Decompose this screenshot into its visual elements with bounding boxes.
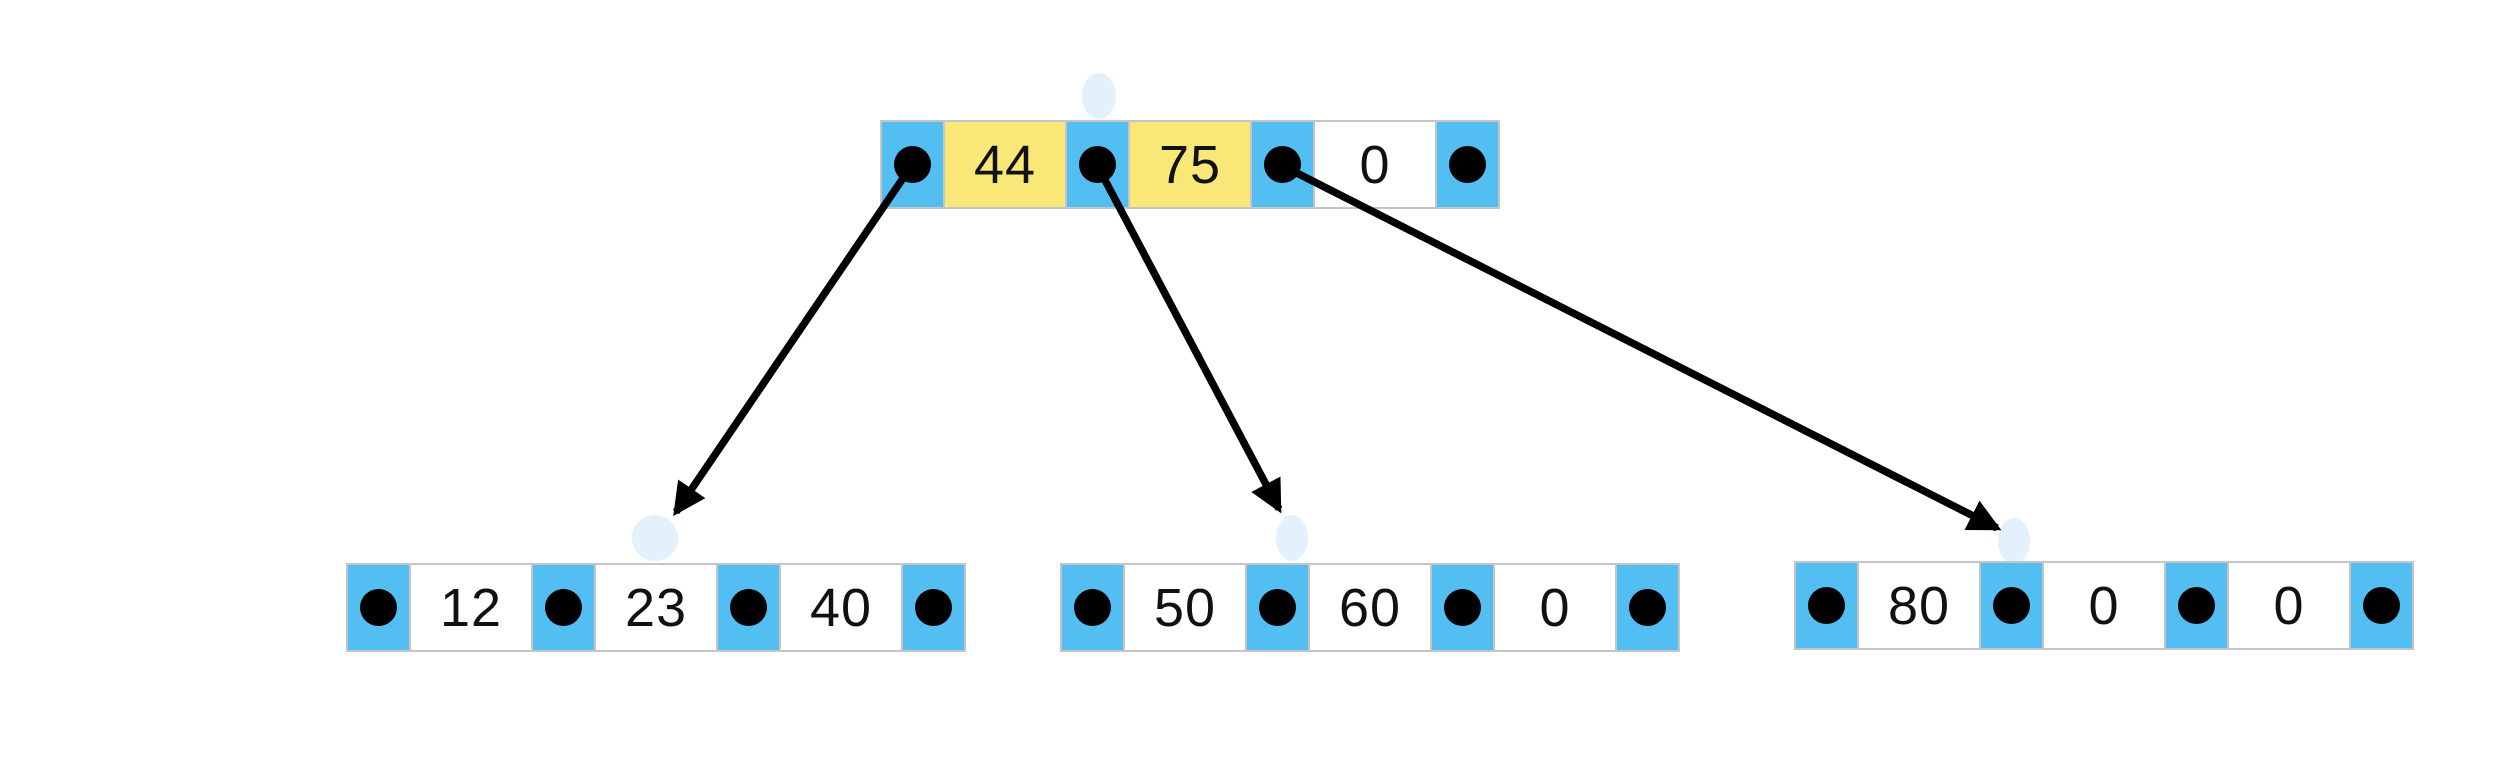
- pointer-cell[interactable]: [1432, 565, 1493, 650]
- pointer-cell[interactable]: [348, 565, 409, 650]
- key-value: 23: [624, 577, 688, 638]
- pointer-cell[interactable]: [533, 565, 594, 650]
- edge-arrow-to-middle-child: [1093, 163, 1283, 514]
- key-cell[interactable]: 50: [1123, 565, 1247, 650]
- pointer-dot: [1444, 589, 1481, 626]
- key-cell[interactable]: 44: [943, 122, 1067, 207]
- pointer-dot: [915, 589, 952, 626]
- pointer-cell[interactable]: [1981, 563, 2042, 648]
- key-cell[interactable]: 75: [1128, 122, 1252, 207]
- key-cell[interactable]: 0: [1313, 122, 1437, 207]
- pointer-cell[interactable]: [718, 565, 779, 650]
- pointer-cell[interactable]: [1796, 563, 1857, 648]
- key-cell[interactable]: 0: [2042, 563, 2166, 648]
- pointer-dot: [1259, 589, 1296, 626]
- btree-node-root[interactable]: 44 75 0: [880, 120, 1500, 209]
- key-value: 12: [439, 577, 503, 638]
- key-value: 0: [2088, 575, 2120, 636]
- key-value: 75: [1158, 134, 1222, 195]
- pointer-dot: [1264, 146, 1301, 183]
- key-cell[interactable]: 60: [1308, 565, 1432, 650]
- pointer-cell[interactable]: [1247, 565, 1308, 650]
- key-value: 0: [2273, 575, 2305, 636]
- click-ripple-indicator-root: [1082, 73, 1116, 119]
- key-cell[interactable]: 23: [594, 565, 718, 650]
- pointer-dot: [1993, 587, 2030, 624]
- click-ripple-indicator-right: [1998, 518, 2030, 564]
- pointer-cell[interactable]: [1062, 565, 1123, 650]
- pointer-cell[interactable]: [1617, 565, 1678, 650]
- key-value: 0: [1539, 577, 1571, 638]
- key-value: 40: [809, 577, 873, 638]
- key-cell[interactable]: 0: [1493, 565, 1617, 650]
- btree-node-child-1[interactable]: 50 60 0: [1060, 563, 1680, 652]
- key-value: 60: [1338, 577, 1402, 638]
- pointer-dot: [360, 589, 397, 626]
- pointer-cell[interactable]: [1067, 122, 1128, 207]
- pointer-dot: [894, 146, 931, 183]
- btree-node-child-0[interactable]: 12 23 40: [346, 563, 966, 652]
- pointer-dot: [1074, 589, 1111, 626]
- pointer-dot: [1079, 146, 1116, 183]
- btree-node-child-2[interactable]: 80 0 0: [1794, 561, 2414, 650]
- key-value: 0: [1359, 134, 1391, 195]
- key-value: 50: [1153, 577, 1217, 638]
- pointer-dot: [1449, 146, 1486, 183]
- pointer-dot: [545, 589, 582, 626]
- key-cell[interactable]: 12: [409, 565, 533, 650]
- key-cell[interactable]: 0: [2227, 563, 2351, 648]
- pointer-dot: [1629, 589, 1666, 626]
- key-cell[interactable]: 40: [779, 565, 903, 650]
- pointer-cell[interactable]: [1252, 122, 1313, 207]
- pointer-dot: [2363, 587, 2400, 624]
- click-ripple-indicator-mid: [1276, 515, 1308, 561]
- pointer-dot: [730, 589, 767, 626]
- pointer-cell[interactable]: [903, 565, 964, 650]
- pointer-cell[interactable]: [2351, 563, 2412, 648]
- pointer-dot: [2178, 587, 2215, 624]
- pointer-cell[interactable]: [882, 122, 943, 207]
- pointer-cell[interactable]: [1437, 122, 1498, 207]
- key-cell[interactable]: 80: [1857, 563, 1981, 648]
- edge-arrow-to-left-child: [672, 162, 916, 517]
- key-value: 44: [973, 134, 1037, 195]
- key-value: 80: [1887, 575, 1951, 636]
- pointer-dot: [1808, 587, 1845, 624]
- click-ripple-indicator-left: [632, 515, 678, 561]
- pointer-cell[interactable]: [2166, 563, 2227, 648]
- edge-arrow-to-right-child: [1279, 161, 2002, 532]
